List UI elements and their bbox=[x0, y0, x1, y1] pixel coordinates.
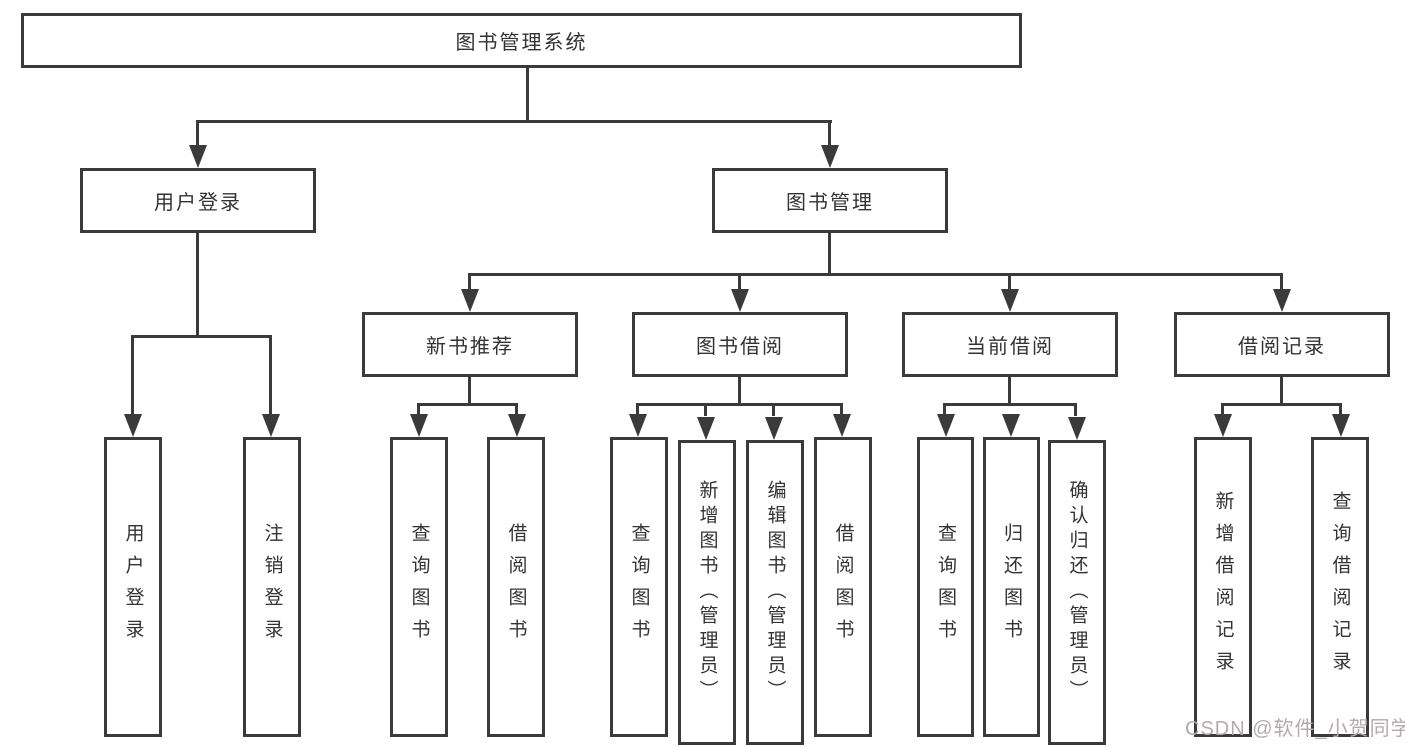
node-borrow-record: 借阅记录 bbox=[1174, 312, 1390, 377]
connector-stem bbox=[828, 233, 831, 275]
leaf-query-borrow-record: 查询借阅记录 bbox=[1311, 437, 1369, 737]
connector-shaft bbox=[196, 120, 199, 148]
arrowhead bbox=[262, 414, 280, 437]
node-current-borrow: 当前借阅 bbox=[902, 312, 1118, 377]
arrowhead bbox=[410, 414, 428, 437]
connector-split bbox=[417, 403, 518, 406]
leaf-add-borrow-record: 新增借阅记录 bbox=[1194, 437, 1252, 737]
leaf-label: 借阅图书 bbox=[505, 523, 527, 651]
connector-shaft bbox=[515, 403, 518, 416]
leaf-query-books-recommend: 查询图书 bbox=[390, 437, 448, 737]
node-label: 图书借阅 bbox=[696, 336, 784, 358]
arrowhead bbox=[508, 414, 526, 437]
leaf-label: 确认归还（管理员） bbox=[1066, 480, 1088, 705]
node-book-borrow: 图书借阅 bbox=[632, 312, 848, 377]
connector-stem bbox=[1280, 377, 1283, 406]
leaf-label: 借阅图书 bbox=[832, 523, 854, 651]
connector-shaft bbox=[417, 403, 420, 416]
leaf-label: 查询图书 bbox=[628, 523, 650, 651]
leaf-label: 查询借阅记录 bbox=[1329, 491, 1351, 683]
leaf-label: 编辑图书（管理员） bbox=[764, 480, 786, 705]
node-book-management: 图书管理 bbox=[712, 168, 948, 233]
connector-shaft bbox=[131, 335, 134, 415]
leaf-logout: 注销登录 bbox=[243, 437, 301, 737]
leaf-user-login: 用户登录 bbox=[104, 437, 162, 737]
node-label: 当前借阅 bbox=[966, 336, 1054, 358]
leaf-add-books-admin: 新增图书（管理员） bbox=[678, 440, 736, 745]
leaf-borrow-books-recommend: 借阅图书 bbox=[487, 437, 545, 737]
arrowhead bbox=[1068, 417, 1086, 440]
connector-stem bbox=[468, 377, 471, 406]
node-user-login: 用户登录 bbox=[80, 168, 316, 233]
arrowhead bbox=[629, 414, 647, 437]
arrowhead bbox=[697, 417, 715, 440]
arrowhead bbox=[821, 145, 839, 168]
arrowhead bbox=[833, 414, 851, 437]
watermark: CSDN @软件_小贺同学 bbox=[1185, 718, 1405, 740]
connector-stem bbox=[196, 233, 199, 336]
connector-shaft bbox=[1008, 273, 1011, 291]
leaf-label: 注销登录 bbox=[261, 523, 283, 651]
connector-shaft bbox=[636, 403, 639, 416]
connector-stem bbox=[738, 377, 741, 406]
connector-split bbox=[943, 403, 1077, 406]
connector-shaft bbox=[1280, 273, 1283, 291]
connector-shaft bbox=[840, 403, 843, 416]
arrowhead bbox=[1332, 414, 1350, 437]
connector-shaft bbox=[1221, 403, 1224, 416]
leaf-label: 新增图书（管理员） bbox=[696, 480, 718, 705]
node-user-login-label: 用户登录 bbox=[154, 192, 242, 214]
arrowhead bbox=[1002, 414, 1020, 437]
connector-shaft bbox=[704, 403, 707, 416]
arrowhead bbox=[124, 414, 142, 437]
arrowhead bbox=[189, 145, 207, 168]
connector-split bbox=[131, 335, 272, 338]
connector-shaft bbox=[1074, 403, 1077, 416]
node-book-management-label: 图书管理 bbox=[786, 192, 874, 214]
connector-shaft bbox=[1339, 403, 1342, 416]
arrowhead bbox=[461, 289, 479, 312]
arrowhead bbox=[1001, 289, 1019, 312]
leaf-query-books-current: 查询图书 bbox=[917, 437, 974, 737]
node-label: 新书推荐 bbox=[426, 336, 514, 358]
leaf-label: 新增借阅记录 bbox=[1212, 491, 1234, 683]
connector-split bbox=[636, 403, 843, 406]
leaf-label: 查询图书 bbox=[408, 523, 430, 651]
connector-shaft bbox=[772, 403, 775, 416]
leaf-label: 查询图书 bbox=[935, 523, 956, 651]
arrowhead bbox=[1214, 414, 1232, 437]
connector-stem bbox=[1008, 377, 1011, 406]
connector-split bbox=[468, 273, 1283, 276]
connector-split bbox=[1221, 403, 1342, 406]
node-label: 借阅记录 bbox=[1238, 336, 1326, 358]
node-root: 图书管理系统 bbox=[21, 13, 1022, 68]
node-new-book-recommend: 新书推荐 bbox=[362, 312, 578, 377]
connector-shaft bbox=[738, 273, 741, 291]
connector-shaft bbox=[828, 120, 831, 148]
arrowhead bbox=[1273, 289, 1291, 312]
leaf-confirm-return-admin: 确认归还（管理员） bbox=[1048, 440, 1106, 745]
leaf-borrow-books: 借阅图书 bbox=[814, 437, 872, 737]
leaf-label: 用户登录 bbox=[122, 523, 144, 651]
leaf-return-books: 归还图书 bbox=[983, 437, 1040, 737]
connector-shaft bbox=[943, 403, 946, 416]
connector-root-split bbox=[196, 120, 832, 123]
connector-shaft bbox=[269, 335, 272, 415]
connector-root-stem bbox=[526, 68, 529, 121]
arrowhead bbox=[937, 414, 955, 437]
leaf-label: 归还图书 bbox=[1001, 523, 1022, 651]
leaf-edit-books-admin: 编辑图书（管理员） bbox=[746, 440, 804, 745]
connector-shaft bbox=[468, 273, 471, 291]
arrowhead bbox=[765, 417, 783, 440]
leaf-query-books-borrow: 查询图书 bbox=[610, 437, 668, 737]
node-root-label: 图书管理系统 bbox=[455, 32, 588, 54]
arrowhead bbox=[731, 289, 749, 312]
